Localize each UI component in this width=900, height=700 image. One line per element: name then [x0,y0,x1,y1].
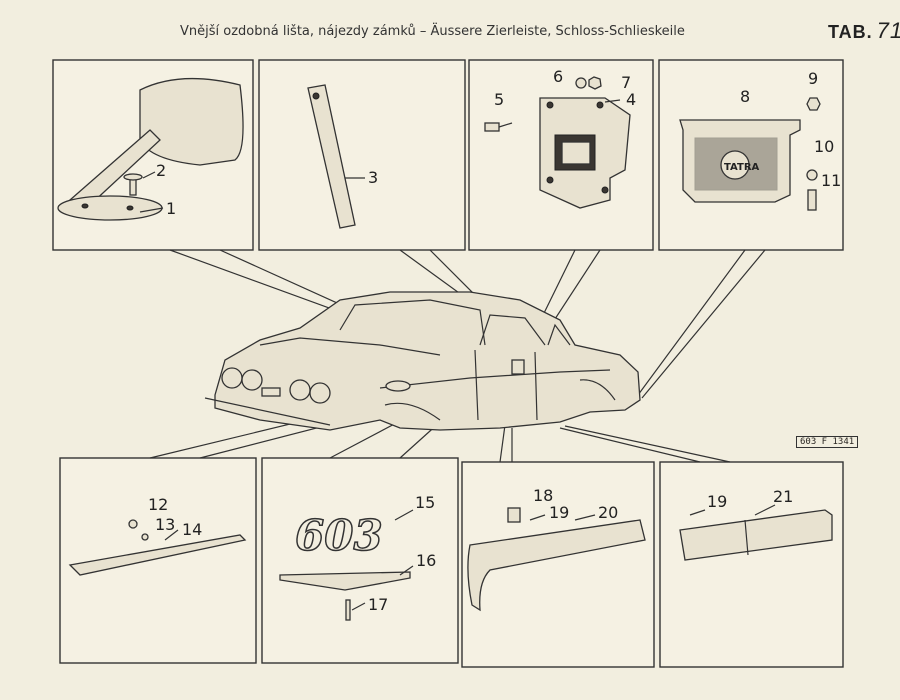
box-emblem [261,457,459,664]
callout-2: 2 [156,161,166,180]
callout-12: 12 [148,495,168,514]
callout-10: 10 [814,137,834,156]
callout-16: 16 [416,551,436,570]
part-lock-striker [484,76,631,209]
callout-18: 18 [533,486,553,505]
part-emblem: 603 [279,509,414,621]
callout-3: 3 [368,168,378,187]
callout-7: 7 [621,73,631,92]
callout-5: 5 [494,90,504,109]
part-rubber-strip [307,84,365,229]
callout-8: 8 [740,87,750,106]
part-rear-trim [467,507,646,612]
callout-4: 4 [626,90,636,109]
part-mirror [57,77,244,221]
callout-17: 17 [368,595,388,614]
emblem-603: 603 [295,511,383,560]
callout-labels: 1 2 3 4 5 6 7 8 9 10 11 12 13 14 15 16 1… [148,67,841,614]
car-illustration [204,291,641,431]
callout-21: 21 [773,487,793,506]
part-door-trim [679,504,833,561]
callout-1: 1 [166,199,176,218]
tab-label: TAB. [828,22,873,42]
page-title: Vnější ozdobná lišta, nájezdy zámků – Äu… [180,24,685,39]
part-license-lamp: TATRA [679,97,821,211]
callout-20: 20 [598,503,618,522]
callout-19b: 19 [707,492,727,511]
callout-9: 9 [808,69,818,88]
callout-13: 13 [155,515,175,534]
table-label: TAB.71 [828,18,900,44]
part-front-trim [68,519,247,576]
callout-19a: 19 [549,503,569,522]
svg-text:TATRA: TATRA [724,162,760,173]
callout-6: 6 [553,67,563,86]
tab-number: 71 [876,18,900,43]
box-front-trim [59,457,257,664]
callout-11: 11 [821,171,841,190]
drawing-code: 603 F 1341 [796,436,859,448]
box-strip [258,59,466,251]
box-door-trim [659,461,844,668]
callout-14: 14 [182,520,202,539]
callout-15: 15 [415,493,435,512]
